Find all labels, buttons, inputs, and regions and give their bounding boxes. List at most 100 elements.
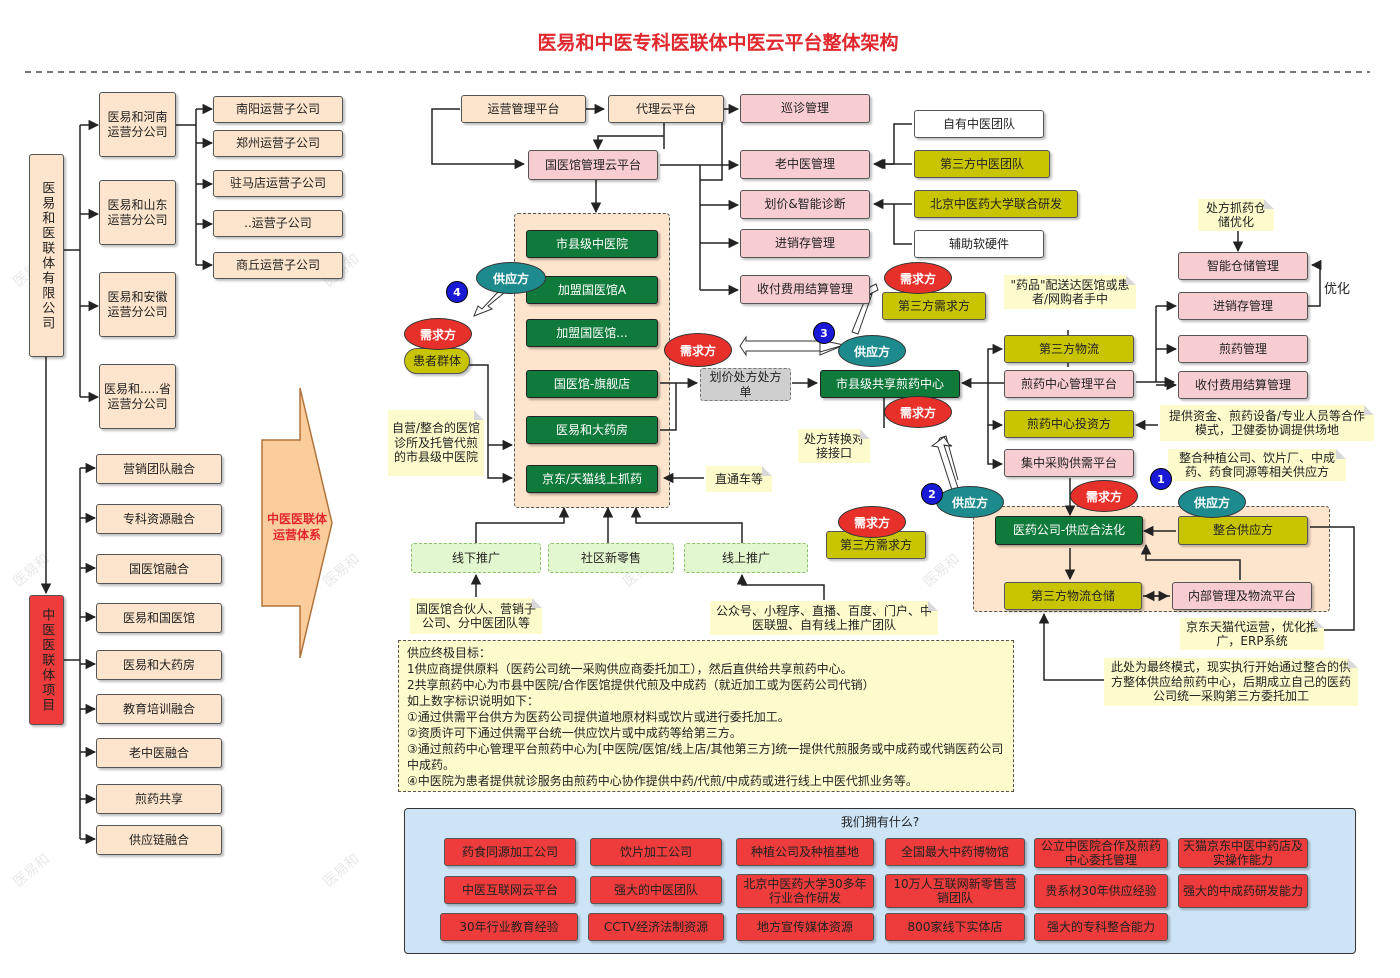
hospital-node[interactable]: 国医馆-旗舰店 [526,370,658,398]
supply-ellipse: 供应方 [1178,486,1246,518]
asset-item: 北京中医药大学30多年行业合作研发 [736,874,874,908]
third-team: 第三方中医团队 [914,150,1050,178]
watermark: 医易和 [10,851,53,891]
goal-line: 如上数字标识说明如下： [407,694,540,708]
supply-ellipse: 供应方 [936,486,1004,518]
watermark: 医易和 [320,851,363,891]
goal-line: 供应终极目标： [407,646,492,660]
fusion-item: 国医馆融合 [96,554,222,584]
asset-item: 强大的专科整合能力 [1034,913,1168,941]
final-note: 此处为最终模式，现实执行开始通过整合的供方整体供应给煎药中心，后期成立自己的医药… [1104,658,1358,706]
internal-mgmt[interactable]: 内部管理及物流平台 [1172,582,1312,610]
asset-item: 药食同源加工公司 [444,838,576,866]
pharma-company[interactable]: 医药公司-供应合法化 [995,516,1143,545]
jd-note: 京东天猫代运营，优化推广，ERP系统 [1180,618,1324,650]
asset-item: 贵系材30年供应经验 [1034,874,1168,908]
agent-cloud[interactable]: 代理云平台 [608,95,724,123]
hospital-group [514,213,670,508]
shared-decoct-center[interactable]: 市县级共享煎药中心 [820,370,960,398]
hospital-node[interactable]: 医易和大药房 [526,416,658,444]
hospital-node[interactable]: 加盟国医馆A [526,276,658,304]
asset-item: 10万人互联网新零售营销团队 [885,874,1025,908]
decoct-center-platform[interactable]: 煎药中心管理平台 [1004,370,1134,398]
third-storage: 第三方物流仓储 [1004,582,1142,610]
asset-item: CCTV经济法制资源 [588,913,724,941]
number-badge-1: 1 [1150,468,1172,490]
direct-note: 直通车等 [706,466,772,492]
fusion-item: 营销团队融合 [96,454,222,484]
interface-note: 处方转换对接接口 [798,429,870,463]
watermark: 医易和 [10,551,53,591]
asset-item: 天猫京东中医中药店及实操作能力 [1178,838,1308,868]
investor-note: 提供资金、煎药设备/专业人员等合作模式，卫健委协调提供场地 [1160,405,1374,441]
demand-ellipse: 需求方 [884,262,952,294]
billing-mgmt[interactable]: 收付费用结算管理 [740,275,870,304]
demand-ellipse: 需求方 [838,506,906,538]
promo-offline: 线下推广 [411,543,541,573]
goal-line: ③通过煎药中心管理平台煎药中心为[中医院/医馆/线上店/其他第三方]统一提供代煎… [407,742,1004,772]
promo-note-offline: 国医馆合伙人、营销子公司、分中医团队等 [410,598,542,634]
goal-line: 2共享煎药中心为市县中医院/合作医馆提供代煎及中成药（就近加工或为医药公司代销） [407,678,875,692]
patient-group: 患者群体 [404,348,470,374]
aux-hardware: 辅助软硬件 [914,230,1044,258]
branch-anhui: 医易和安徽运营分公司 [99,272,176,337]
fusion-item: 医易和大药房 [96,650,222,680]
asset-item: 30年行业教育经验 [440,913,578,941]
decoct-mgmt[interactable]: 煎药管理 [1178,335,1308,363]
supply-ellipse: 供应方 [838,335,906,367]
sub-company: 郑州运营子公司 [213,130,343,157]
goal-line: ②资质许可下通过供需平台统一供应饮片或中成药等给第三方。 [407,726,742,740]
drug-delivery-note: "药品"配送达医馆或患者/网购者手中 [1004,275,1136,309]
company-node: 医易和医联体有限公司 [29,154,64,357]
old-doctor-mgmt[interactable]: 老中医管理 [740,150,870,179]
ops-platform[interactable]: 运营管理平台 [461,95,586,123]
integrated-supplier: 整合供应方 [1178,516,1308,545]
watermark: 医易和 [320,551,363,591]
fusion-item: 煎药共享 [96,784,222,814]
arrow-label: 中医医联体运营体系 [266,512,327,542]
promo-note-online: 公众号、小程序、直播、百度、门户、中医联盟、自有线上推广团队 [710,601,938,635]
self-note: 自营/整合的医馆诊所及托管代煎的市县级中医院 [388,410,484,476]
sub-company: 南阳运营子公司 [213,96,343,123]
demand-ellipse: 需求方 [664,333,732,367]
inventory-mgmt[interactable]: 进销存管理 [740,229,870,258]
pricing-diagnosis[interactable]: 划价&智能诊断 [740,190,870,219]
fusion-item: 教育培训融合 [96,694,222,724]
number-badge-3: 3 [813,322,835,344]
sub-company: 驻马店运营子公司 [213,170,343,197]
inventory-mgmt-2[interactable]: 进销存管理 [1178,292,1308,320]
sub-company: ..运营子公司 [213,210,343,237]
hospital-node[interactable]: 加盟国医馆... [526,319,658,347]
number-badge-2: 2 [921,483,943,505]
goal-line: 1供应商提供原料（医药公司统一采购供应商委托加工），然后直供给共享煎药中心。 [407,662,853,676]
number-badge-4: 4 [446,281,468,303]
asset-item: 饮片加工公司 [590,838,722,866]
demand-ellipse: 需求方 [404,318,472,350]
branch-shandong: 医易和山东运营分公司 [99,180,176,245]
third-demand-node: 第三方需求方 [882,292,986,320]
page-title: 医易和中医专科医联体中医云平台整体架构 [537,32,899,54]
assets-title: 我们拥有什么? [840,815,920,829]
supply-ellipse: 供应方 [476,262,546,294]
asset-item: 强大的中医团队 [590,876,722,904]
gyg-cloud-platform[interactable]: 国医馆管理云平台 [528,150,658,180]
smart-warehouse[interactable]: 智能仓储管理 [1178,252,1308,280]
asset-item: 全国最大中药博物馆 [885,838,1025,866]
own-team: 自有中医团队 [914,110,1044,138]
procurement-platform[interactable]: 集中采购供需平台 [1004,449,1134,477]
warehouse-note: 处方抓药仓储优化 [1198,199,1274,231]
hospital-node[interactable]: 市县级中医院 [526,230,658,258]
branch-henan: 医易和河南运营分公司 [99,92,176,157]
supplier-note: 整合种植公司、饮片厂、中成药、药食同源等相关供应方 [1168,449,1346,481]
hospital-node[interactable]: 京东/天猫线上抓药 [526,465,658,493]
promo-community: 社区新零售 [548,543,674,573]
patrol-mgmt[interactable]: 巡诊管理 [740,94,870,123]
demand-ellipse: 需求方 [1070,480,1138,512]
fusion-item: 医易和国医馆 [96,603,222,633]
goals-box: 供应终极目标： 1供应商提供原料（医药公司统一采购供应商委托加工），然后直供给共… [398,640,1014,792]
asset-item: 地方宣传媒体资源 [736,913,874,941]
billing-mgmt-2[interactable]: 收付费用结算管理 [1178,371,1308,399]
project-node: 中医医联体项目 [29,595,64,725]
sub-company: 商丘运营子公司 [213,252,343,279]
prescription-node: 划价处方处方单 [700,368,791,401]
